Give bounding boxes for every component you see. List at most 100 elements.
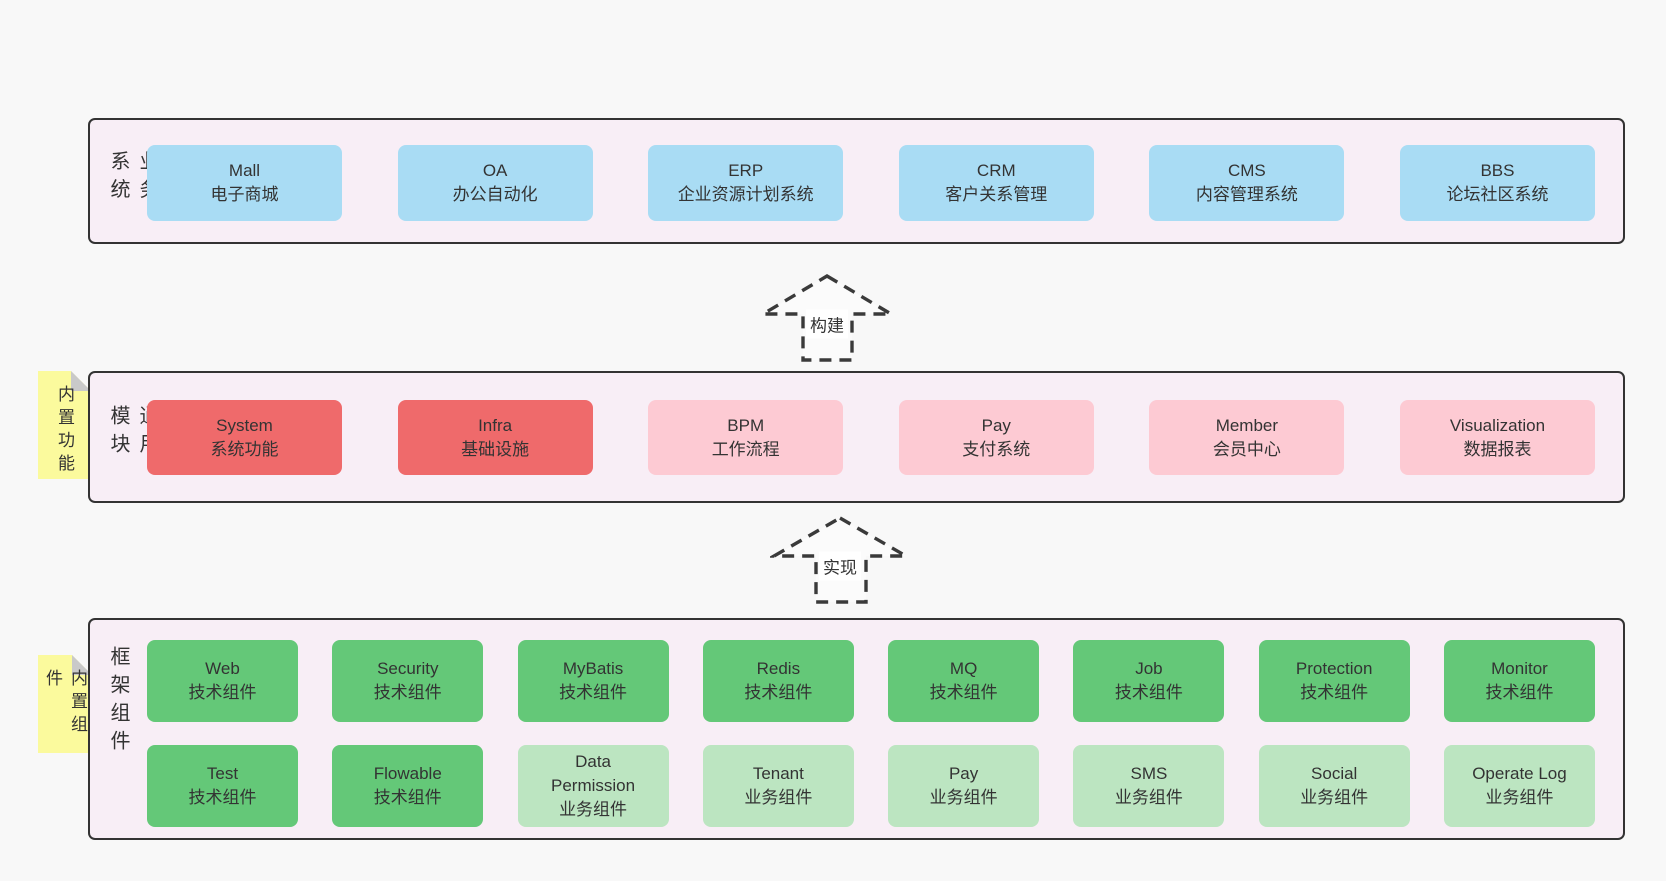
node-subtitle: 技术组件 — [929, 683, 998, 702]
node-test: Test 技术组件 — [147, 745, 298, 827]
node-title: Job — [1135, 659, 1163, 678]
node-title: Test — [206, 764, 239, 783]
node-title: Web — [205, 659, 240, 678]
node-title: BPM — [727, 415, 765, 435]
node-system: System 系统功能 — [147, 400, 342, 475]
node-member: Member 会员中心 — [1149, 400, 1345, 475]
node-title: MyBatis — [562, 659, 624, 678]
node-infra: Infra 基础设施 — [397, 400, 593, 475]
node-monitor: Monitor 技术组件 — [1443, 640, 1595, 722]
node-title: MQ — [949, 659, 978, 678]
node-subtitle: 工作流程 — [711, 439, 780, 459]
node-subtitle: 基础设施 — [461, 439, 530, 459]
node-subtitle: 支付系统 — [962, 439, 1031, 459]
node-subtitle: 电子商城 — [210, 185, 279, 204]
node-subtitle: 技术组件 — [744, 683, 813, 702]
node-subtitle: 技术组件 — [1114, 683, 1183, 702]
node-title: Pay — [948, 764, 979, 783]
arrow-implement: 实现 — [770, 514, 910, 606]
node-title: Mall — [228, 161, 261, 180]
node-subtitle: 业务组件 — [1485, 788, 1554, 807]
node-social: Social 业务组件 — [1258, 745, 1410, 827]
node-erp: ERP 企业资源计划系统 — [648, 145, 844, 221]
node-subtitle: 客户关系管理 — [945, 185, 1048, 204]
node-subtitle: 技术组件 — [1485, 683, 1554, 702]
node-subtitle: 业务组件 — [744, 788, 813, 807]
node-title: Tenant — [752, 764, 804, 783]
node-web: Web 技术组件 — [147, 640, 298, 722]
layer-side-label: 框架组件 — [107, 646, 129, 758]
node-subtitle: 业务组件 — [559, 800, 628, 819]
node-job: Job 技术组件 — [1073, 640, 1225, 722]
node-title: Protection — [1295, 659, 1373, 678]
node-title: Flowable — [373, 764, 442, 783]
node-subtitle: 企业资源计划系统 — [677, 185, 814, 204]
node-row: Mall 电子商城 OA 办公自动化 ERP 企业资源计划系统 CRM 客户关系管理 CMS 内容… — [147, 145, 1595, 221]
node-title: SMS — [1130, 764, 1168, 783]
node-title: CMS — [1227, 161, 1266, 180]
layer-panel-business-systems: 业务系统 Mall电子商城OA办公自动化ERP企业资源计划系统CRM客户关系管理… — [88, 118, 1625, 244]
node-operate-log: Operate Log 业务组件 — [1443, 745, 1595, 827]
node-subtitle: 技术组件 — [188, 788, 257, 807]
node-title: CRM — [976, 161, 1016, 180]
node-title: Infra — [478, 415, 513, 435]
sticky-tab-built-in-components: 内置组件 — [38, 655, 92, 753]
node-row: System 系统功能 Infra 基础设施 BPM 工作流程 Pay 支付系统 Member 会… — [147, 400, 1595, 475]
node-mall: Mall 电子商城 — [147, 145, 342, 221]
node-subtitle: 论坛社区系统 — [1446, 185, 1549, 204]
node-flowable: Flowable 技术组件 — [332, 745, 484, 827]
node-title: ERP — [728, 161, 764, 180]
node-subtitle: 业务组件 — [929, 788, 998, 807]
node-mybatis: MyBatis 技术组件 — [517, 640, 669, 722]
node-title: Operate Log — [1472, 764, 1567, 783]
node-mq: MQ 技术组件 — [888, 640, 1040, 722]
node-subtitle: 业务组件 — [1300, 788, 1369, 807]
node-subtitle: 办公自动化 — [452, 185, 538, 204]
node-subtitle: 技术组件 — [559, 683, 628, 702]
node-visualization: Visualization 数据报表 — [1399, 400, 1595, 475]
node-data-permission: Data Permission 业务组件 — [517, 745, 669, 827]
node-title: BBS — [1480, 161, 1515, 180]
node-subtitle: 业务组件 — [1114, 788, 1183, 807]
node-title: OA — [482, 161, 508, 180]
node-sms: SMS 业务组件 — [1073, 745, 1225, 827]
node-title: Social — [1311, 764, 1358, 783]
node-pay: Pay 业务组件 — [888, 745, 1040, 827]
node-subtitle: 会员中心 — [1212, 439, 1281, 459]
node-subtitle: 内容管理系统 — [1195, 185, 1298, 204]
node-crm: CRM 客户关系管理 — [898, 145, 1094, 221]
node-title: Security — [377, 659, 439, 678]
node-title: Redis — [756, 659, 801, 678]
node-pay: Pay 支付系统 — [898, 400, 1094, 475]
sticky-tab-label: 内置组件 — [43, 669, 87, 738]
node-subtitle: 技术组件 — [1300, 683, 1369, 702]
node-title: Data Permission — [551, 752, 636, 795]
node-redis: Redis 技术组件 — [702, 640, 854, 722]
node-title: System — [216, 415, 273, 435]
node-subtitle: 数据报表 — [1463, 439, 1532, 459]
arrow-build: 构建 — [759, 272, 895, 364]
node-title: Pay — [981, 415, 1011, 435]
node-bbs: BBS 论坛社区系统 — [1399, 145, 1595, 221]
node-subtitle: 系统功能 — [210, 439, 279, 459]
sticky-tab-built-in-features: 内置功能 — [38, 371, 91, 479]
node-bpm: BPM 工作流程 — [648, 400, 844, 475]
node-title: Member — [1215, 415, 1279, 435]
node-title: Monitor — [1491, 659, 1548, 678]
node-subtitle: 技术组件 — [373, 788, 442, 807]
node-oa: OA 办公自动化 — [397, 145, 593, 221]
node-cms: CMS 内容管理系统 — [1149, 145, 1345, 221]
arrow-label: 实现 — [819, 551, 861, 581]
arrow-label: 构建 — [806, 309, 848, 339]
node-subtitle: 技术组件 — [188, 683, 257, 702]
node-title: Visualization — [1449, 415, 1546, 435]
node-tenant: Tenant 业务组件 — [702, 745, 854, 827]
sticky-tab-label: 内置功能 — [55, 385, 74, 477]
layer-panel-common-modules: 通用模块 System系统功能Infra基础设施BPM工作流程Pay支付系统Me… — [88, 371, 1625, 503]
node-protection: Protection 技术组件 — [1258, 640, 1410, 722]
